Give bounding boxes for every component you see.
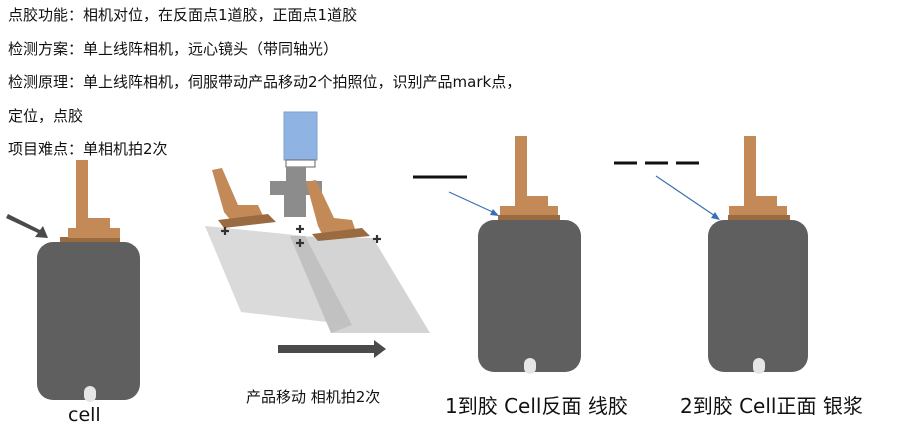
plus-mark-4	[373, 235, 381, 243]
cell-body	[708, 220, 808, 372]
tab-base	[498, 215, 560, 220]
pointer-arrow	[6, 214, 48, 238]
plus-mark-1	[221, 227, 229, 235]
camera-body-top	[286, 167, 306, 181]
camera-collar	[285, 159, 316, 168]
tab-terminal	[68, 160, 120, 238]
leader-arrowhead	[490, 209, 499, 216]
description-line-5: 项目难点：单相机拍2次	[8, 140, 168, 158]
leader-line	[655, 175, 719, 219]
glue-1-label: 1到胶 Cell反面 线胶	[445, 394, 628, 418]
tab-base	[728, 215, 790, 220]
move-label: 产品移动 相机拍2次	[246, 388, 381, 406]
move-arrow	[278, 340, 386, 358]
leader-arrowhead	[711, 212, 720, 220]
sheet-tab-2	[306, 180, 356, 234]
plus-mark-2	[296, 225, 304, 233]
cell-hole	[84, 386, 96, 402]
cell-unit-1	[6, 160, 140, 402]
camera-body-bottom	[284, 195, 306, 217]
sheet-tab-2-base	[312, 228, 370, 241]
glue-2-label: 2到胶 Cell正面 银浆	[680, 394, 863, 418]
description-line-2: 检测方案：单上线阵相机，远心镜头（带同轴光）	[8, 40, 339, 58]
sheet-tab-1	[212, 168, 264, 222]
tab-terminal	[729, 136, 787, 215]
camera-lens-blue	[283, 111, 318, 161]
tab-base	[60, 237, 120, 242]
product-sheets	[205, 168, 430, 333]
description-line-1: 点胶功能：相机对位，在反面点1道胶，正面点1道胶	[8, 6, 358, 24]
description-line-4: 定位，点胶	[8, 107, 84, 125]
cell-unit-2	[413, 136, 581, 374]
cell-body	[37, 242, 140, 400]
cell-unit-3	[614, 136, 808, 374]
description-line-3: 检测原理：单上线阵相机，伺服带动产品移动2个拍照位，识别产品mark点，	[8, 73, 522, 91]
cell-hole	[753, 358, 765, 374]
sheet-back	[205, 226, 352, 325]
cell-label: cell	[68, 404, 101, 426]
cell-hole	[524, 358, 536, 374]
tab-terminal	[500, 136, 558, 215]
sheet-tab-1-base	[218, 214, 276, 228]
camera-assembly	[270, 111, 322, 217]
cell-body	[478, 220, 581, 372]
sheet-overlap	[290, 236, 352, 333]
plus-mark-3	[296, 239, 304, 247]
leader-line	[448, 191, 498, 215]
